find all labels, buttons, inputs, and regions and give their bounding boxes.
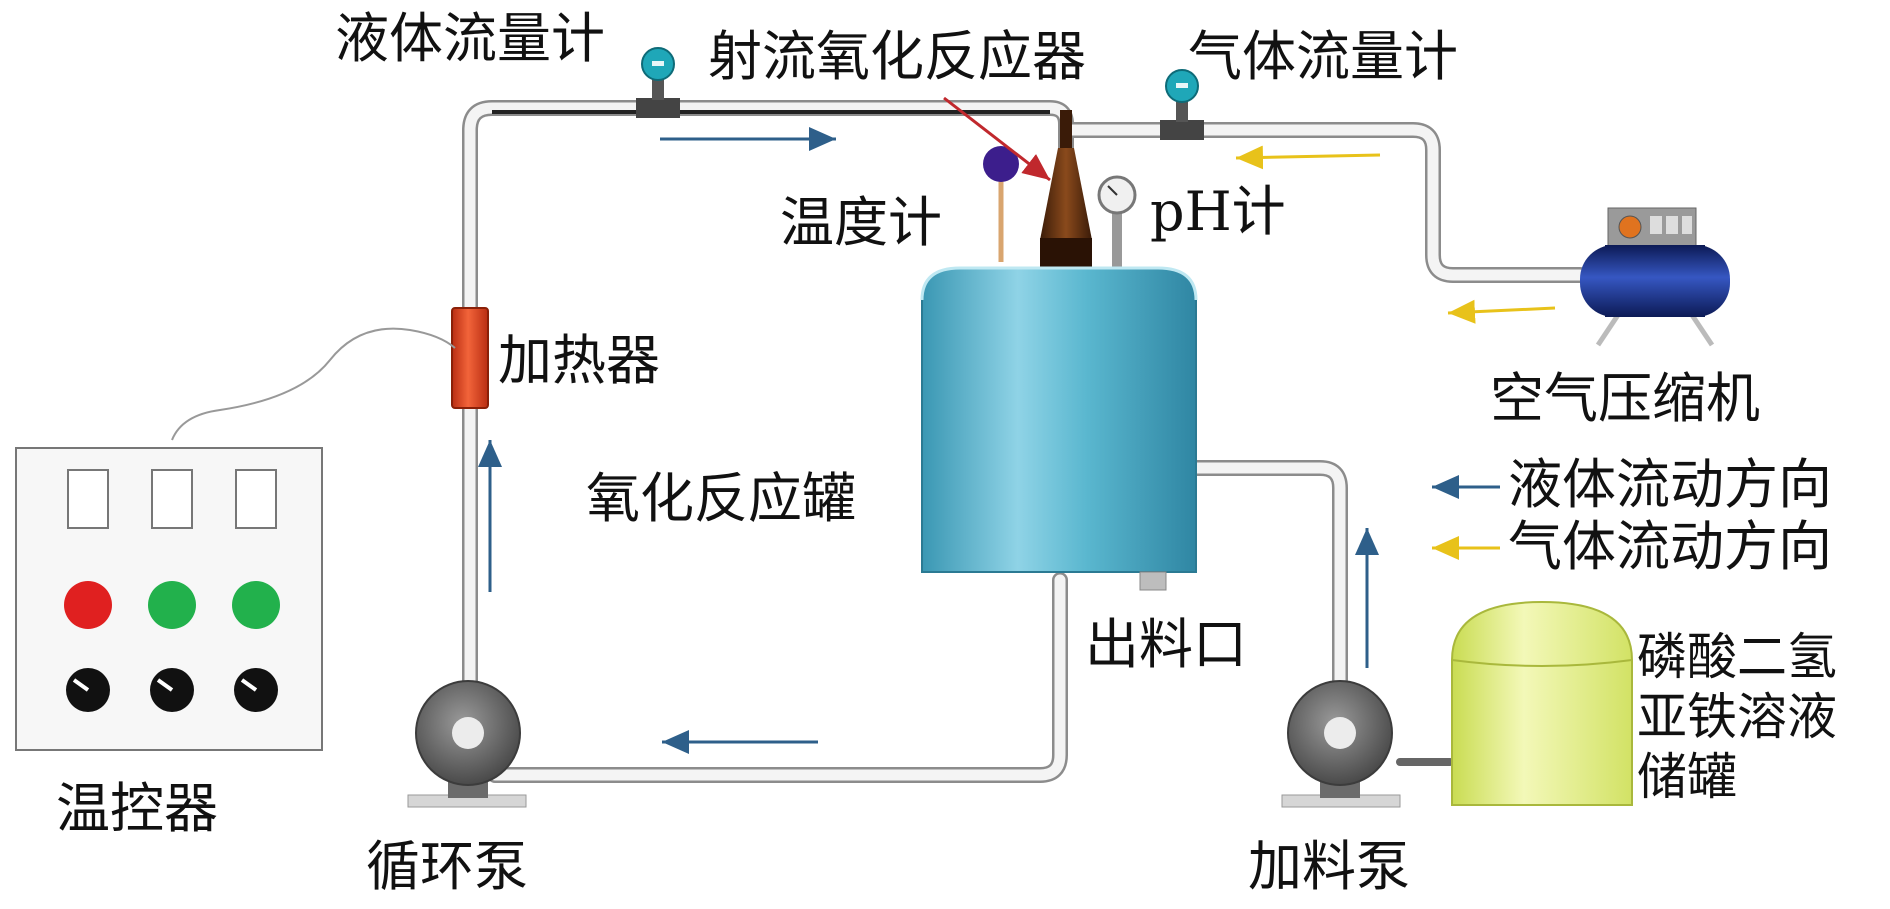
- heater: [451, 307, 489, 409]
- control-knob: [150, 668, 194, 712]
- label-oxidation-tank: 氧化反应罐: [586, 467, 856, 530]
- indicator-light-green: [232, 581, 280, 629]
- label-liquid-flowmeter: 液体流量计: [335, 7, 605, 70]
- legend-liquid-flow-label: 液体流动方向: [1508, 453, 1832, 516]
- gas-flowmeter: [1160, 69, 1204, 140]
- control-knob: [234, 668, 278, 712]
- storage-tank: [1451, 600, 1633, 806]
- label-feed-pump: 加料泵: [1248, 835, 1410, 898]
- label-storage-tank-line3: 储罐: [1637, 748, 1737, 806]
- label-temp-controller: 温控器: [56, 777, 218, 840]
- label-outlet: 出料口: [1085, 613, 1247, 676]
- liquid-flowmeter: [636, 47, 680, 118]
- oxidation-tank: [920, 266, 1198, 591]
- control-knob: [66, 668, 110, 712]
- label-gas-flowmeter: 气体流量计: [1188, 25, 1458, 88]
- reactor-pointer-arrow: [943, 96, 1051, 182]
- feed-pipe: [1187, 460, 1454, 766]
- indicator-light-red: [64, 581, 112, 629]
- label-jet-reactor: 射流氧化反应器: [708, 25, 1086, 88]
- jet-oxidation-reactor: [1040, 110, 1092, 268]
- legend-gas-flow-label: 气体流动方向: [1508, 515, 1832, 578]
- thermometer: [983, 146, 1019, 262]
- label-circulation-pump: 循环泵: [366, 835, 528, 898]
- legend: [1432, 475, 1500, 560]
- label-heater: 加热器: [498, 329, 660, 392]
- indicator-light-green: [148, 581, 196, 629]
- label-ph-meter: pH计: [1150, 180, 1286, 243]
- ph-meter: [1097, 175, 1137, 268]
- temp-controller: [15, 447, 323, 751]
- gas-pipe: [1058, 122, 1588, 283]
- label-storage-tank-line1: 磷酸二氢: [1637, 628, 1837, 686]
- gas-flow-arrows: [1235, 145, 1556, 324]
- circulation-pump: [407, 680, 527, 808]
- label-air-compressor: 空气压缩机: [1490, 367, 1760, 430]
- label-thermometer: 温度计: [780, 191, 942, 254]
- liquid-flow-arrows: [478, 127, 1379, 754]
- label-storage-tank-line2: 亚铁溶液: [1637, 688, 1837, 746]
- air-compressor: [1580, 207, 1730, 347]
- controller-wire: [171, 327, 456, 441]
- feed-pump: [1281, 680, 1401, 808]
